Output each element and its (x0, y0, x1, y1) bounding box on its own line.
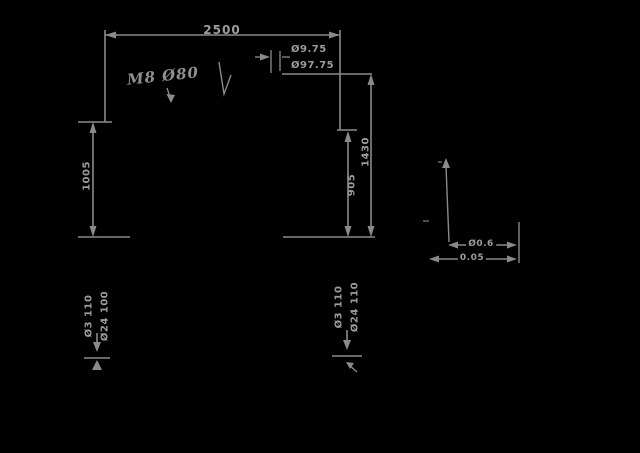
bottom-right-label-1: Ø3 110 (333, 285, 345, 329)
side-view-lower-dimension-label: 0.05 (457, 253, 487, 263)
bottom-right-label-2: Ø24 110 (349, 281, 361, 333)
handwritten-flourish (218, 61, 232, 97)
left-height-dimension-label: 1005 (81, 161, 93, 191)
width-dimension-label: 2500 (203, 23, 241, 37)
side-view-upper-dimension-label: Ø0.6 (466, 239, 496, 249)
bottom-left-label-1: Ø3 110 (83, 294, 95, 338)
bottom-left-label-2: Ø24 100 (99, 290, 111, 342)
hole-note-line2: Ø97.75 (291, 60, 335, 71)
inner-height-dimension-label: 905 (346, 173, 358, 197)
outer-height-dimension-label: 1430 (360, 137, 372, 167)
hole-note-line1: Ø9.75 (291, 44, 327, 55)
main-view-lines (78, 30, 375, 373)
arrowheads (89, 31, 517, 370)
